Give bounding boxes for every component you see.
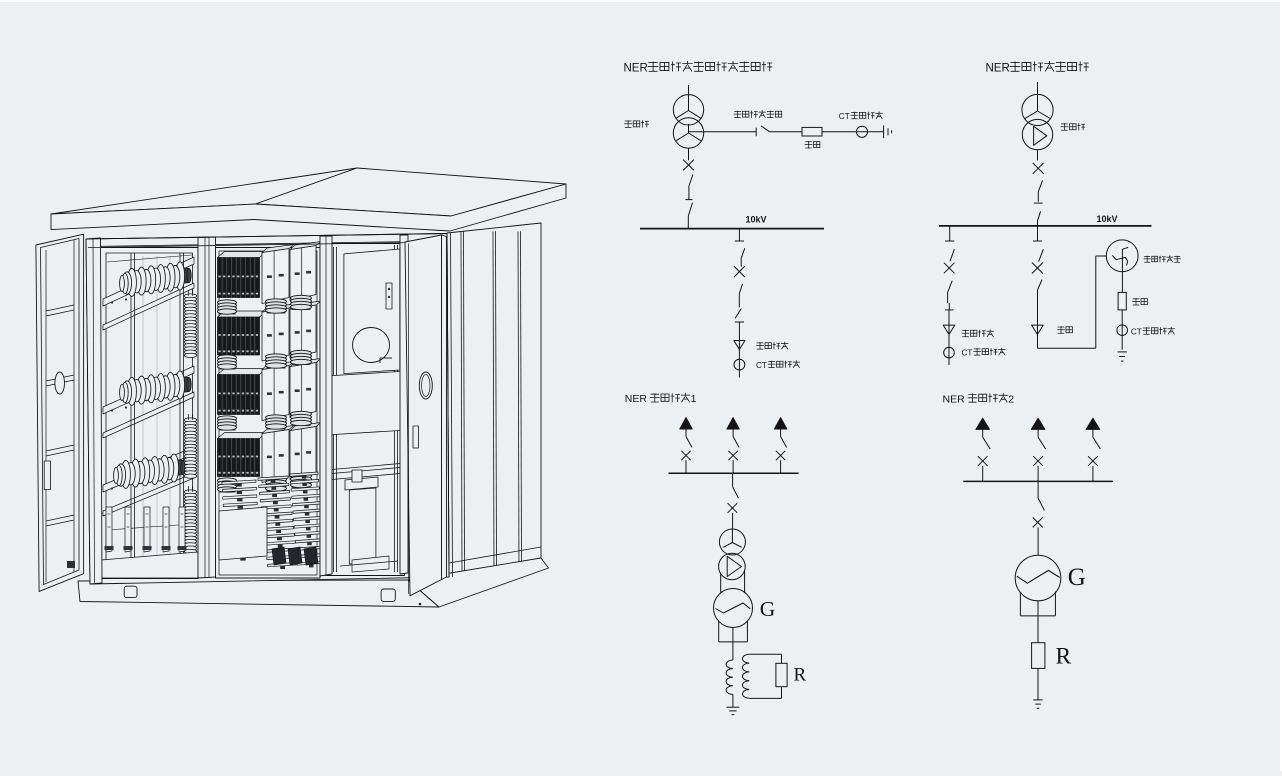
- svg-text:G: G: [760, 597, 776, 621]
- svg-text:CT: CT: [756, 361, 767, 370]
- svg-text:NER: NER: [624, 63, 648, 75]
- svg-text:G: G: [1068, 564, 1086, 591]
- svg-text:R: R: [1056, 644, 1072, 670]
- svg-text:10kV: 10kV: [746, 214, 767, 224]
- svg-text:CT: CT: [839, 112, 850, 121]
- svg-text:CT: CT: [1131, 327, 1142, 336]
- svg-text:CT: CT: [962, 348, 973, 357]
- svg-text:2: 2: [1008, 393, 1014, 405]
- svg-text:NER: NER: [625, 393, 648, 405]
- svg-text:1: 1: [691, 393, 697, 405]
- svg-text:NER: NER: [986, 63, 1010, 75]
- svg-text:R: R: [794, 665, 807, 686]
- svg-text:10kV: 10kV: [1097, 214, 1118, 224]
- svg-text:NER: NER: [943, 393, 966, 405]
